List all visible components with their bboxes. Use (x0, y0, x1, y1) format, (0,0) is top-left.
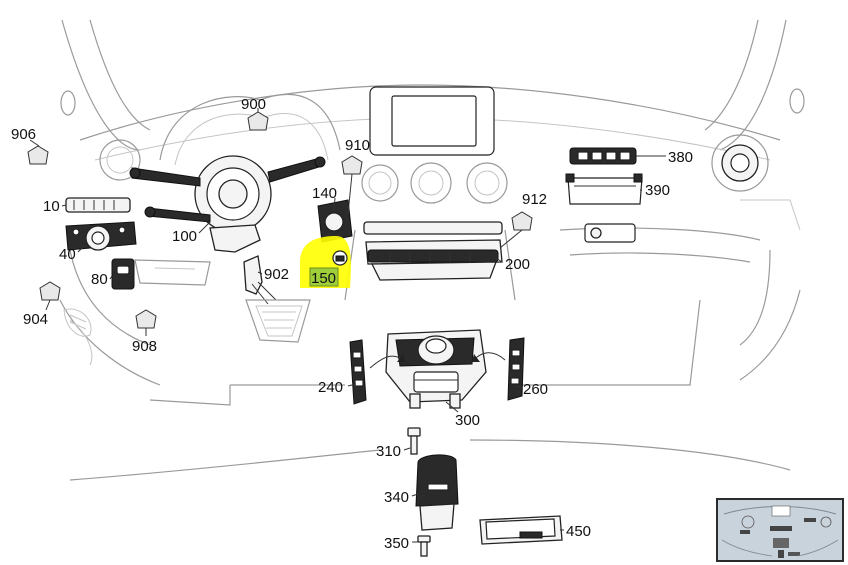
callout-100: 100 (172, 228, 197, 245)
connector-tags (27, 111, 533, 329)
callout-labels: 900 906 10 100 40 80 904 908 902 140 910… (11, 96, 693, 552)
callout-908: 908 (132, 338, 157, 355)
part-310-bolt (407, 427, 421, 455)
callout-900: 900 (241, 96, 266, 113)
callout-450: 450 (566, 523, 591, 540)
callout-340: 340 (384, 489, 409, 506)
part-80-switch (111, 258, 135, 290)
callout-300: 300 (455, 412, 480, 429)
thumbnail-image (718, 500, 842, 560)
callout-150: 150 (311, 270, 336, 287)
callout-902: 902 (264, 266, 289, 283)
callout-912: 912 (522, 191, 547, 208)
callout-310: 310 (376, 443, 401, 460)
part-260-right-switch (471, 337, 525, 401)
leader-lines (29, 108, 666, 543)
callout-350: 350 (384, 535, 409, 552)
part-350-screw (417, 535, 431, 557)
callout-380: 380 (668, 149, 693, 166)
callout-200: 200 (505, 256, 530, 273)
callout-40: 40 (59, 246, 76, 263)
callout-140: 140 (312, 185, 337, 202)
part-340-gear-knob (415, 454, 459, 531)
callout-906: 906 (11, 126, 36, 143)
callout-80: 80 (91, 271, 108, 288)
part-450-control-unit (479, 515, 563, 545)
part-240-left-switch (349, 339, 406, 405)
callout-240: 240 (318, 379, 343, 396)
callout-10: 10 (43, 198, 60, 215)
right-small-switch (584, 223, 636, 243)
callout-390: 390 (645, 182, 670, 199)
callout-910: 910 (345, 137, 370, 154)
central-display (369, 86, 495, 156)
part-200-climate-panel (363, 221, 503, 281)
part-390-storage-tray (565, 173, 643, 205)
callout-904: 904 (23, 311, 48, 328)
part-300-centre-console (385, 329, 487, 409)
callout-260: 260 (523, 381, 548, 398)
part-40-light-switch (65, 221, 137, 251)
overview-thumbnail[interactable] (716, 498, 844, 562)
part-140-ignition-module (317, 199, 353, 243)
part-150-highlight (300, 236, 351, 288)
part-10-switch-strip (65, 197, 131, 213)
part-900-steering-column-module (129, 155, 326, 253)
part-380-switch-bar (569, 147, 637, 165)
part-902-pedal-bracket (243, 255, 311, 343)
